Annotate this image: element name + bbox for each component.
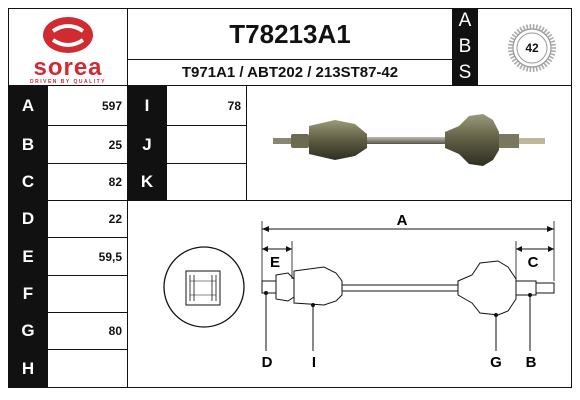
abs-tooth xyxy=(538,65,542,71)
spec-value-a: 597 xyxy=(47,85,128,126)
abs-tooth xyxy=(516,28,521,34)
spec-label-e: E xyxy=(8,237,48,276)
abs-tooth xyxy=(519,26,524,32)
product-photo-cell xyxy=(246,85,572,201)
abs-tooth xyxy=(525,66,529,72)
abs-tooth xyxy=(535,24,539,30)
spec-value-i: 78 xyxy=(166,85,247,126)
abs-tooth xyxy=(511,33,517,38)
dim-label-c: C xyxy=(528,254,539,271)
spec-label-j: J xyxy=(127,125,167,164)
abs-tooth xyxy=(540,26,545,32)
abs-tooth xyxy=(550,50,556,53)
abs-tooth xyxy=(549,52,556,56)
driveshaft-diagram: A E C D I G B xyxy=(163,212,555,371)
callout-i: I xyxy=(312,354,316,371)
spec-value-e: 59,5 xyxy=(47,237,128,276)
abs-tooth xyxy=(508,40,515,44)
part-number: T78213A1 xyxy=(127,8,453,60)
spec-label-f: F xyxy=(8,275,48,313)
abs-tooth xyxy=(550,43,556,46)
abs-tooth xyxy=(549,40,556,44)
spec-value-j xyxy=(166,125,247,164)
spec-label-i: I xyxy=(127,85,167,126)
spec-value-b: 25 xyxy=(47,125,128,164)
spec-label-g: G xyxy=(8,312,48,350)
abs-tooth xyxy=(540,64,545,70)
abs-tooth xyxy=(510,55,516,60)
logo-mark xyxy=(43,17,93,53)
abs-tooth xyxy=(510,36,516,41)
spec-label-c: C xyxy=(8,163,48,201)
abs-tooth xyxy=(543,28,548,34)
spline-end-view xyxy=(163,246,245,328)
abs-teeth-count: 42 xyxy=(525,41,539,55)
spec-value-k xyxy=(166,163,247,201)
abs-ring-box: 42 xyxy=(477,8,572,86)
callout-b: B xyxy=(526,354,537,371)
abs-tooth xyxy=(535,66,539,72)
spec-value-f xyxy=(47,275,128,313)
abs-tooth xyxy=(538,25,542,31)
abs-tooth xyxy=(508,50,514,53)
abs-tooth xyxy=(508,43,514,46)
abs-tooth xyxy=(522,65,526,71)
driveshaft-photo xyxy=(273,114,545,166)
spec-label-h: H xyxy=(8,349,48,388)
spec-label-d: D xyxy=(8,200,48,238)
abs-tooth xyxy=(548,55,554,60)
spec-label-b: B xyxy=(8,125,48,164)
spec-value-c: 82 xyxy=(47,163,128,201)
abs-letter-a: A xyxy=(452,8,478,34)
abs-tooth xyxy=(545,31,551,36)
callout-g: G xyxy=(490,354,502,371)
abs-tooth xyxy=(547,58,553,63)
abs-letter-s: S xyxy=(452,59,478,86)
abs-tooth xyxy=(548,36,554,41)
abs-tooth xyxy=(519,64,524,70)
spec-value-g: 80 xyxy=(47,312,128,350)
brand-logo: sorea DRIVEN BY QUALITY xyxy=(8,8,128,86)
brand-name: sorea xyxy=(33,54,103,81)
abs-tooth xyxy=(522,25,526,31)
spec-label-a: A xyxy=(8,85,48,126)
abs-ring-icon xyxy=(508,24,556,72)
abs-tooth xyxy=(516,62,521,68)
brand-tagline: DRIVEN BY QUALITY xyxy=(30,79,106,85)
abs-tooth xyxy=(513,31,519,36)
abs-tooth xyxy=(508,52,515,56)
abs-tooth xyxy=(543,62,548,68)
technical-diagram-cell: A E C D I G B xyxy=(127,200,572,388)
abs-tooth xyxy=(513,60,519,65)
abs-tooth xyxy=(511,58,517,63)
dim-label-e: E xyxy=(270,254,280,271)
abs-tooth xyxy=(545,60,551,65)
spec-value-d: 22 xyxy=(47,200,128,238)
abs-letter-b: B xyxy=(452,33,478,60)
cross-references: T971A1 / ABT202 / 213ST87-42 xyxy=(127,59,453,86)
abs-tooth xyxy=(525,24,529,30)
abs-tooth xyxy=(547,33,553,38)
callout-d: D xyxy=(262,354,273,371)
spec-label-k: K xyxy=(127,163,167,201)
spec-value-h xyxy=(47,349,128,388)
dim-label-a: A xyxy=(397,212,408,229)
